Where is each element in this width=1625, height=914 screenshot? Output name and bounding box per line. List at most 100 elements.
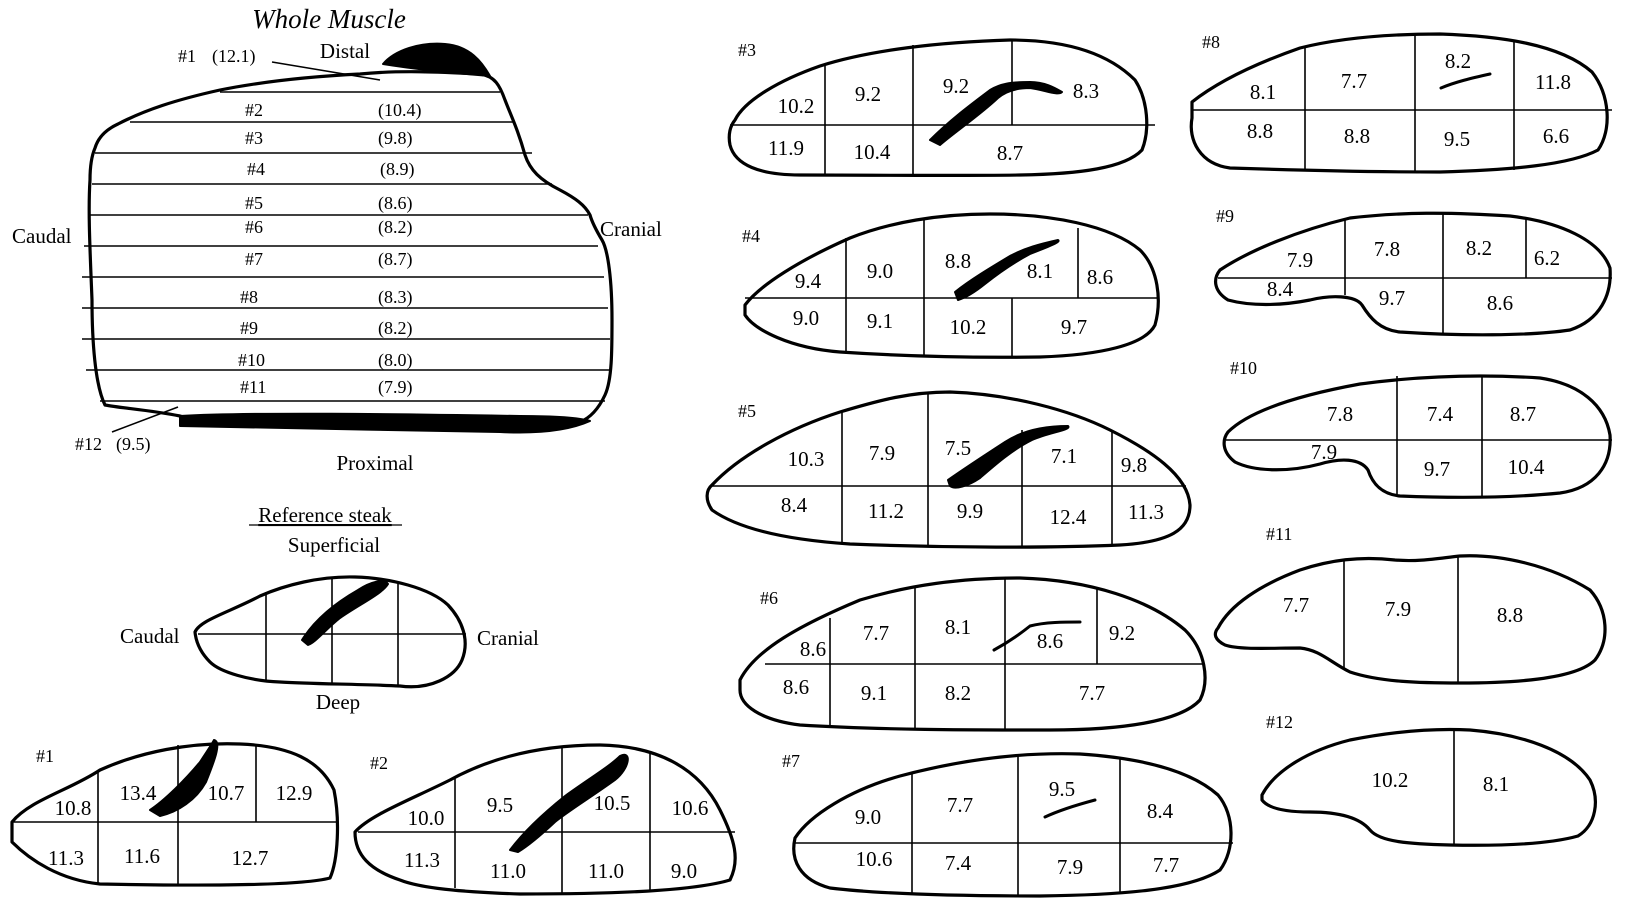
slice-label-10: #10 (8.0) [238, 350, 413, 371]
svg-text:11.2: 11.2 [868, 499, 904, 523]
svg-text:8.2: 8.2 [1445, 49, 1471, 73]
svg-text:#5: #5 [245, 193, 263, 213]
slice-label-12: #12 (9.5) [75, 434, 151, 455]
svg-text:7.4: 7.4 [1427, 402, 1454, 426]
svg-text:(8.0): (8.0) [378, 350, 413, 371]
steak-5: #5 10.3 7.9 7.5 7.1 9.8 8.4 11.2 9.9 12.… [707, 392, 1190, 547]
label-proximal: Proximal [337, 451, 414, 475]
steak-8: #8 8.1 7.7 8.2 11.8 8.8 8.8 9.5 6.6 [1191, 32, 1612, 172]
svg-text:7.7: 7.7 [1341, 69, 1367, 93]
svg-text:10.2: 10.2 [950, 315, 987, 339]
svg-text:#8: #8 [240, 287, 258, 307]
steak-6: #6 8.6 7.7 8.1 8.6 9.2 8.6 9.1 8.2 7.7 [740, 578, 1205, 730]
svg-text:10.5: 10.5 [594, 791, 631, 815]
steak-7-label: #7 [782, 751, 800, 771]
steak-11-label: #11 [1266, 524, 1292, 544]
svg-text:10.8: 10.8 [55, 796, 92, 820]
whole-muscle-slice-lines [82, 92, 610, 401]
steak-12-label: #12 [1266, 712, 1293, 732]
svg-text:12.7: 12.7 [232, 846, 269, 870]
svg-text:9.5: 9.5 [1444, 127, 1470, 151]
reference-fat-seam [302, 581, 388, 645]
slice-label-3: #3 (9.8) [245, 128, 413, 149]
svg-text:9.1: 9.1 [861, 681, 887, 705]
svg-text:9.1: 9.1 [867, 309, 893, 333]
reference-steak-outline [195, 577, 465, 687]
svg-text:7.8: 7.8 [1374, 237, 1400, 261]
svg-text:8.1: 8.1 [1250, 80, 1276, 104]
label-cranial-whole: Cranial [600, 217, 662, 241]
svg-text:#7: #7 [245, 249, 263, 269]
steak-12: #12 10.2 8.1 [1262, 712, 1595, 845]
svg-text:9.2: 9.2 [855, 82, 881, 106]
svg-text:11.8: 11.8 [1535, 70, 1571, 94]
svg-text:#10: #10 [238, 350, 265, 370]
svg-text:8.2: 8.2 [945, 681, 971, 705]
slice-label-4: #4 (8.9) [247, 159, 415, 180]
svg-text:(9.8): (9.8) [378, 128, 413, 149]
svg-text:7.9: 7.9 [869, 441, 895, 465]
svg-text:9.2: 9.2 [1109, 621, 1135, 645]
svg-text:7.4: 7.4 [945, 851, 972, 875]
steak-3-label: #3 [738, 40, 756, 60]
steak-4-label: #4 [742, 226, 760, 246]
svg-text:10.0: 10.0 [408, 806, 445, 830]
svg-text:7.9: 7.9 [1057, 855, 1083, 879]
svg-text:8.1: 8.1 [1027, 259, 1053, 283]
svg-text:9.9: 9.9 [957, 499, 983, 523]
svg-text:9.0: 9.0 [793, 306, 819, 330]
svg-text:8.8: 8.8 [1344, 124, 1370, 148]
whole-muscle-title: Whole Muscle [252, 4, 406, 34]
svg-text:8.4: 8.4 [781, 493, 808, 517]
svg-text:11.6: 11.6 [124, 844, 160, 868]
svg-text:8.3: 8.3 [1073, 79, 1099, 103]
svg-text:(8.2): (8.2) [378, 217, 413, 238]
svg-text:#9: #9 [240, 318, 258, 338]
svg-text:#6: #6 [245, 217, 263, 237]
svg-text:11.3: 11.3 [48, 846, 84, 870]
svg-text:8.7: 8.7 [997, 141, 1023, 165]
svg-text:9.7: 9.7 [1424, 457, 1450, 481]
steak-1: #1 10.8 13.4 10.7 12.9 11.3 11.6 12.7 [12, 740, 337, 885]
slice-label-5: #5 (8.6) [245, 193, 413, 214]
svg-text:#12: #12 [75, 434, 102, 454]
steak-2-label: #2 [370, 753, 388, 773]
svg-text:11.0: 11.0 [490, 859, 526, 883]
svg-text:10.6: 10.6 [856, 847, 893, 871]
svg-text:8.6: 8.6 [1087, 265, 1113, 289]
svg-text:8.6: 8.6 [1487, 291, 1513, 315]
svg-text:8.1: 8.1 [1483, 772, 1509, 796]
svg-text:10.4: 10.4 [1508, 455, 1545, 479]
svg-text:10.7: 10.7 [208, 781, 245, 805]
svg-text:9.0: 9.0 [855, 805, 881, 829]
svg-text:8.6: 8.6 [800, 637, 826, 661]
svg-text:11.3: 11.3 [404, 848, 440, 872]
svg-text:7.9: 7.9 [1311, 440, 1337, 464]
svg-text:#1: #1 [178, 46, 196, 66]
label-superficial: Superficial [288, 533, 380, 557]
svg-text:6.2: 6.2 [1534, 246, 1560, 270]
whole-muscle-outline [89, 72, 612, 425]
label-distal: Distal [320, 39, 370, 63]
svg-text:9.0: 9.0 [671, 859, 697, 883]
steak-9: #9 7.9 7.8 8.2 6.2 8.4 9.7 8.6 [1216, 206, 1612, 335]
svg-text:8.4: 8.4 [1267, 277, 1294, 301]
svg-text:8.6: 8.6 [783, 675, 809, 699]
svg-text:9.5: 9.5 [487, 793, 513, 817]
svg-text:(10.4): (10.4) [378, 100, 422, 121]
svg-text:6.6: 6.6 [1543, 124, 1569, 148]
label-caudal-whole: Caudal [12, 224, 72, 248]
slice-label-9: #9 (8.2) [240, 318, 413, 339]
svg-text:11.3: 11.3 [1128, 500, 1164, 524]
svg-text:(9.5): (9.5) [116, 434, 151, 455]
steak-2: #2 10.0 9.5 10.5 10.6 11.3 11.0 11.0 9.0 [355, 745, 735, 894]
slice-label-11: #11 (7.9) [240, 377, 413, 398]
slice-label-7: #7 (8.7) [245, 249, 413, 270]
svg-text:9.7: 9.7 [1061, 315, 1087, 339]
label-cranial-ref: Cranial [477, 626, 539, 650]
svg-text:8.7: 8.7 [1510, 402, 1536, 426]
svg-text:7.9: 7.9 [1287, 248, 1313, 272]
svg-text:(7.9): (7.9) [378, 377, 413, 398]
svg-text:7.7: 7.7 [1283, 593, 1309, 617]
